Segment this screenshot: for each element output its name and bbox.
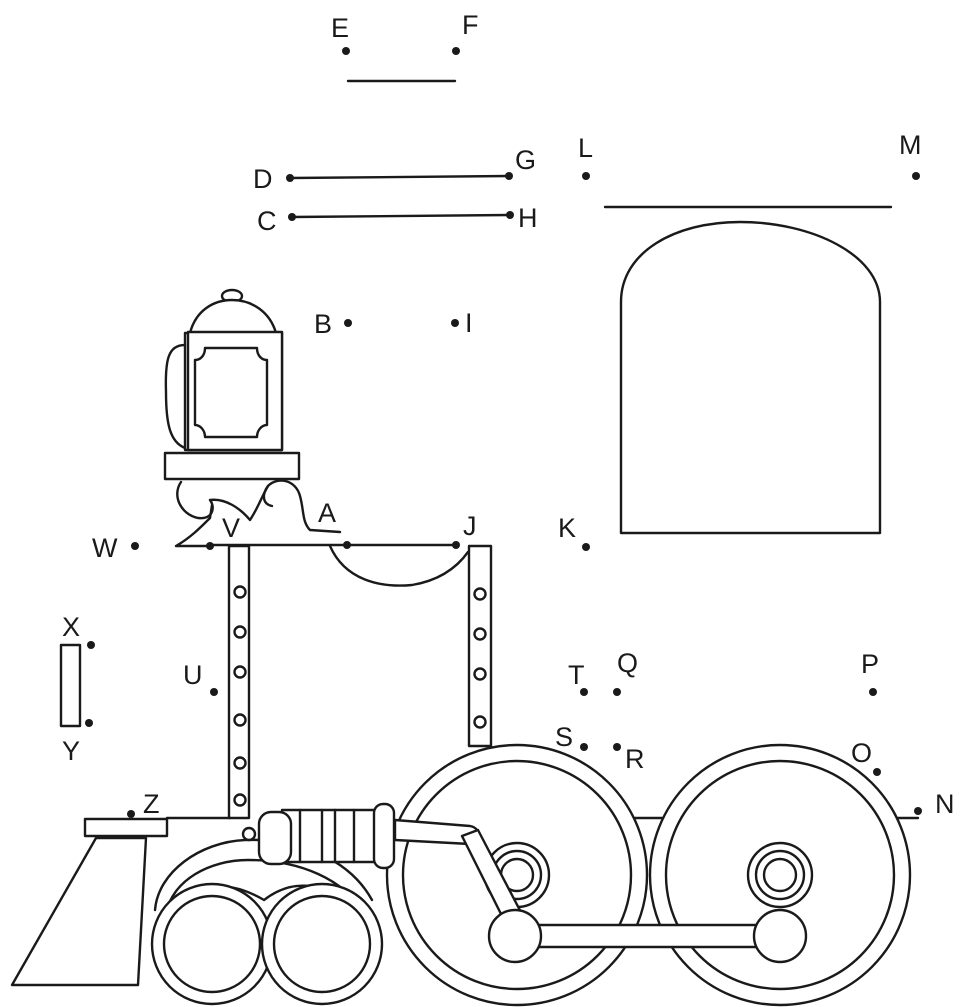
right-pillar (467, 544, 493, 748)
side-plate (59, 643, 82, 728)
svg-text:S: S (555, 722, 573, 752)
point-c: C (257, 206, 296, 236)
point-v: V (206, 513, 240, 550)
svg-text:B: B (314, 309, 332, 339)
svg-text:V: V (222, 513, 240, 543)
rods (393, 818, 808, 964)
point-n: N (914, 789, 955, 819)
point-s: S (555, 722, 588, 752)
point-d: D (253, 164, 294, 194)
point-t: T (568, 660, 588, 696)
point-b: B (314, 309, 352, 339)
svg-text:X: X (62, 612, 80, 642)
point-x: X (62, 612, 95, 649)
svg-text:R: R (625, 744, 645, 774)
svg-text:M: M (899, 130, 922, 160)
boiler-underside (328, 544, 470, 587)
pilot (10, 816, 232, 987)
svg-text:D: D (253, 164, 273, 194)
cab-window (619, 220, 882, 535)
svg-text:F: F (462, 10, 479, 40)
point-p: P (861, 649, 879, 696)
point-g: G (505, 145, 536, 180)
pilot-wheels (150, 838, 384, 1006)
point-u: U (183, 660, 218, 696)
point-h: H (506, 203, 538, 233)
headlamp (163, 288, 342, 548)
svg-text:P: P (861, 649, 879, 679)
point-z: Z (127, 789, 160, 819)
point-e: E (331, 13, 350, 55)
segment-d-g (288, 174, 511, 180)
point-l: L (578, 133, 593, 180)
point-r: R (613, 743, 645, 774)
point-q: Q (613, 648, 638, 696)
svg-text:J: J (463, 511, 477, 541)
svg-text:G: G (515, 145, 536, 175)
svg-text:Q: Q (617, 648, 638, 678)
svg-text:T: T (568, 660, 585, 690)
point-k: K (558, 513, 590, 551)
point-j: J (452, 511, 477, 549)
point-w: W (92, 533, 139, 563)
point-i: I (451, 308, 473, 338)
svg-text:W: W (92, 533, 118, 563)
point-y: Y (62, 719, 93, 766)
svg-text:O: O (851, 738, 872, 768)
svg-text:A: A (318, 498, 336, 528)
svg-text:K: K (558, 513, 576, 543)
point-a: A (318, 498, 351, 549)
svg-text:N: N (935, 789, 955, 819)
svg-text:E: E (331, 13, 349, 43)
driving-wheels (385, 743, 912, 1007)
svg-text:U: U (183, 660, 203, 690)
svg-text:L: L (578, 133, 593, 163)
point-m: M (899, 130, 922, 180)
point-f: F (452, 10, 479, 55)
svg-text:Z: Z (143, 789, 160, 819)
svg-text:C: C (257, 206, 277, 236)
svg-text:Y: Y (62, 736, 80, 766)
svg-text:I: I (465, 308, 473, 338)
segment-c-h (290, 213, 512, 219)
point-o: O (851, 738, 881, 776)
cylinder (241, 802, 396, 870)
left-pillar (227, 544, 251, 820)
svg-text:H: H (518, 203, 538, 233)
